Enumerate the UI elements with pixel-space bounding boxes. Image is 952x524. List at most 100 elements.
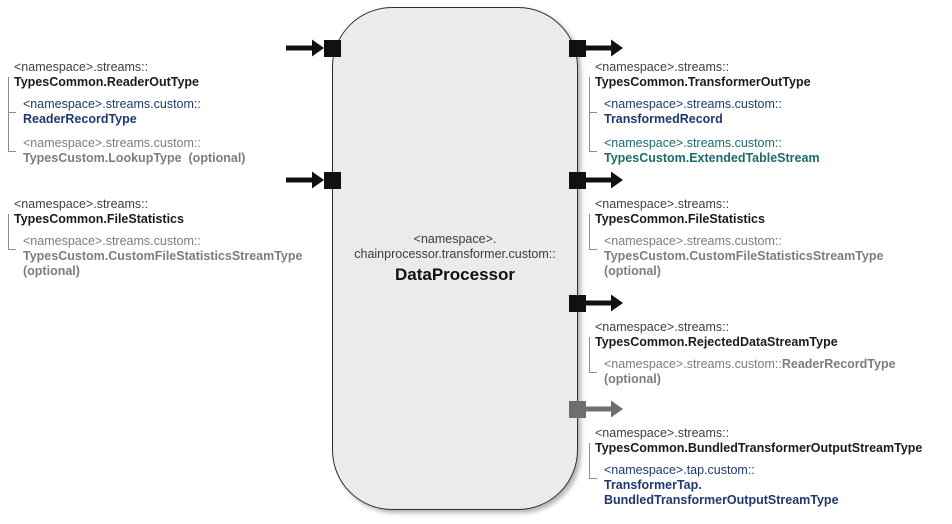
port-square-transformer-out xyxy=(569,40,586,57)
stream-group-transformer-out: <namespace>.streams::TypesCommon.Transfo… xyxy=(589,60,820,166)
stream-entry-line: TypesCustom.LookupType (optional) xyxy=(23,151,245,166)
stream-type-name: (optional) xyxy=(604,372,661,386)
stream-header-prefix: <namespace>.streams:: xyxy=(14,197,149,211)
stream-header-name: TypesCommon.BundledTransformerOutputStre… xyxy=(595,441,923,455)
stream-header: <namespace>.streams::TypesCommon.Rejecte… xyxy=(589,320,896,350)
dataprocessor-box: <namespace>. chainprocessor.transformer.… xyxy=(332,7,578,510)
stream-entry: <namespace>.tap.custom::TransformerTap.B… xyxy=(589,463,922,508)
stream-type-name: TypesCustom.LookupType (optional) xyxy=(23,151,246,165)
stream-entry-line: TypesCustom.ExtendedTableStream xyxy=(604,151,820,166)
stream-header-prefix: <namespace>.streams:: xyxy=(14,60,149,74)
bracket-line xyxy=(589,337,590,372)
stream-entry-line: <namespace>.streams.custom:: xyxy=(604,234,883,249)
stream-entry-line: (optional) xyxy=(23,264,302,279)
bracket-tick xyxy=(8,112,16,113)
bracket-line xyxy=(8,214,9,249)
stream-entry-line: (optional) xyxy=(604,372,896,387)
bracket-tick xyxy=(589,112,597,113)
output-arrow-icon xyxy=(585,171,623,194)
stream-type-name: (optional) xyxy=(23,264,80,278)
stream-header-name: TypesCommon.TransformerOutType xyxy=(595,75,811,89)
stream-type-name: TransformerTap. xyxy=(604,478,702,492)
stream-group-reader-out: <namespace>.streams::TypesCommon.ReaderO… xyxy=(8,60,245,166)
stream-group-file-statistics-in: <namespace>.streams::TypesCommon.FileSta… xyxy=(8,197,302,279)
processor-namespace-line1: <namespace>. xyxy=(413,231,497,246)
port-square-file-statistics-in xyxy=(324,172,341,189)
port-square-rejected-data xyxy=(569,295,586,312)
stream-entry: <namespace>.streams.custom::TypesCustom.… xyxy=(589,234,883,279)
stream-group-rejected-data: <namespace>.streams::TypesCommon.Rejecte… xyxy=(589,320,896,387)
stream-header: <namespace>.streams::TypesCommon.FileSta… xyxy=(589,197,883,227)
stream-type-prefix: <namespace>.streams.custom:: xyxy=(23,97,201,111)
output-arrow-icon xyxy=(585,400,623,423)
stream-entry: <namespace>.streams.custom::TypesCustom.… xyxy=(589,136,820,166)
input-arrow-icon xyxy=(286,171,324,194)
output-arrow-icon xyxy=(585,294,623,317)
stream-type-prefix: <namespace>.streams.custom:: xyxy=(604,357,782,371)
stream-group-bundled-transformer-output: <namespace>.streams::TypesCommon.Bundled… xyxy=(589,426,922,508)
bracket-tick xyxy=(8,249,16,250)
stream-header-name: TypesCommon.ReaderOutType xyxy=(14,75,199,89)
stream-header-prefix: <namespace>.streams:: xyxy=(595,320,730,334)
stream-entry-line: <namespace>.tap.custom:: xyxy=(604,463,922,478)
bracket-line xyxy=(589,443,590,478)
stream-entry-line: (optional) xyxy=(604,264,883,279)
stream-header: <namespace>.streams::TypesCommon.Transfo… xyxy=(589,60,820,90)
stream-entry: <namespace>.streams.custom::ReaderRecord… xyxy=(8,97,245,127)
stream-entry-line: TransformerTap. xyxy=(604,478,922,493)
bracket-line xyxy=(589,77,590,151)
bracket-tick xyxy=(589,249,597,250)
stream-entry-line: ReaderRecordType xyxy=(23,112,245,127)
stream-entry-line: <namespace>.streams.custom:: xyxy=(604,97,820,112)
stream-entry-line: TypesCustom.CustomFileStatisticsStreamTy… xyxy=(23,249,302,264)
stream-entry-line: TypesCustom.CustomFileStatisticsStreamTy… xyxy=(604,249,883,264)
bracket-tick xyxy=(589,372,597,373)
processor-namespace-line2: chainprocessor.transformer.custom:: xyxy=(354,246,556,261)
stream-entry-line: BundledTransformerOutputStreamType xyxy=(604,493,922,508)
stream-type-name: ReaderRecordType xyxy=(781,357,896,371)
port-square-file-statistics-out xyxy=(569,172,586,189)
port-square-bundled-transformer-output xyxy=(569,401,586,418)
stream-entry-line: <namespace>.streams.custom:: xyxy=(604,136,820,151)
bracket-tick xyxy=(8,151,16,152)
stream-header-prefix: <namespace>.streams:: xyxy=(595,426,730,440)
stream-header: <namespace>.streams::TypesCommon.ReaderO… xyxy=(8,60,245,90)
output-arrow-icon xyxy=(585,39,623,62)
port-square-reader-out xyxy=(324,40,341,57)
stream-type-prefix: <namespace>.streams.custom:: xyxy=(604,136,782,150)
stream-entry-line: <namespace>.streams.custom::ReaderRecord… xyxy=(604,357,896,372)
stream-header-name: TypesCommon.RejectedDataStreamType xyxy=(595,335,838,349)
bracket-line xyxy=(8,77,9,151)
dataprocessor-label: <namespace>. chainprocessor.transformer.… xyxy=(354,232,555,286)
stream-entry-line: <namespace>.streams.custom:: xyxy=(23,234,302,249)
stream-type-name: (optional) xyxy=(604,264,661,278)
stream-type-prefix: <namespace>.streams.custom:: xyxy=(23,136,201,150)
stream-type-name: TypesCustom.ExtendedTableStream xyxy=(604,151,820,165)
stream-entry: <namespace>.streams.custom::TransformedR… xyxy=(589,97,820,127)
stream-entry-line: TransformedRecord xyxy=(604,112,820,127)
stream-type-name: TypesCustom.CustomFileStatisticsStreamTy… xyxy=(604,249,884,263)
stream-type-prefix: <namespace>.tap.custom:: xyxy=(604,463,755,477)
bracket-tick xyxy=(589,151,597,152)
stream-entry: <namespace>.streams.custom::ReaderRecord… xyxy=(589,357,896,387)
stream-entry-line: <namespace>.streams.custom:: xyxy=(23,97,245,112)
stream-type-name: TransformedRecord xyxy=(604,112,723,126)
stream-entry: <namespace>.streams.custom::TypesCustom.… xyxy=(8,234,302,279)
stream-header: <namespace>.streams::TypesCommon.Bundled… xyxy=(589,426,922,456)
input-arrow-icon xyxy=(286,39,324,62)
stream-type-prefix: <namespace>.streams.custom:: xyxy=(23,234,201,248)
stream-type-name: BundledTransformerOutputStreamType xyxy=(604,493,839,507)
processor-name: DataProcessor xyxy=(394,264,515,284)
stream-type-name: ReaderRecordType xyxy=(23,112,137,126)
stream-entry: <namespace>.streams.custom::TypesCustom.… xyxy=(8,136,245,166)
stream-header-name: TypesCommon.FileStatistics xyxy=(595,212,765,226)
bracket-line xyxy=(589,214,590,249)
stream-header-prefix: <namespace>.streams:: xyxy=(595,197,730,211)
stream-header-name: TypesCommon.FileStatistics xyxy=(14,212,184,226)
stream-header: <namespace>.streams::TypesCommon.FileSta… xyxy=(8,197,302,227)
stream-type-prefix: <namespace>.streams.custom:: xyxy=(604,97,782,111)
stream-header-prefix: <namespace>.streams:: xyxy=(595,60,730,74)
stream-entry-line: <namespace>.streams.custom:: xyxy=(23,136,245,151)
bracket-tick xyxy=(589,478,597,479)
